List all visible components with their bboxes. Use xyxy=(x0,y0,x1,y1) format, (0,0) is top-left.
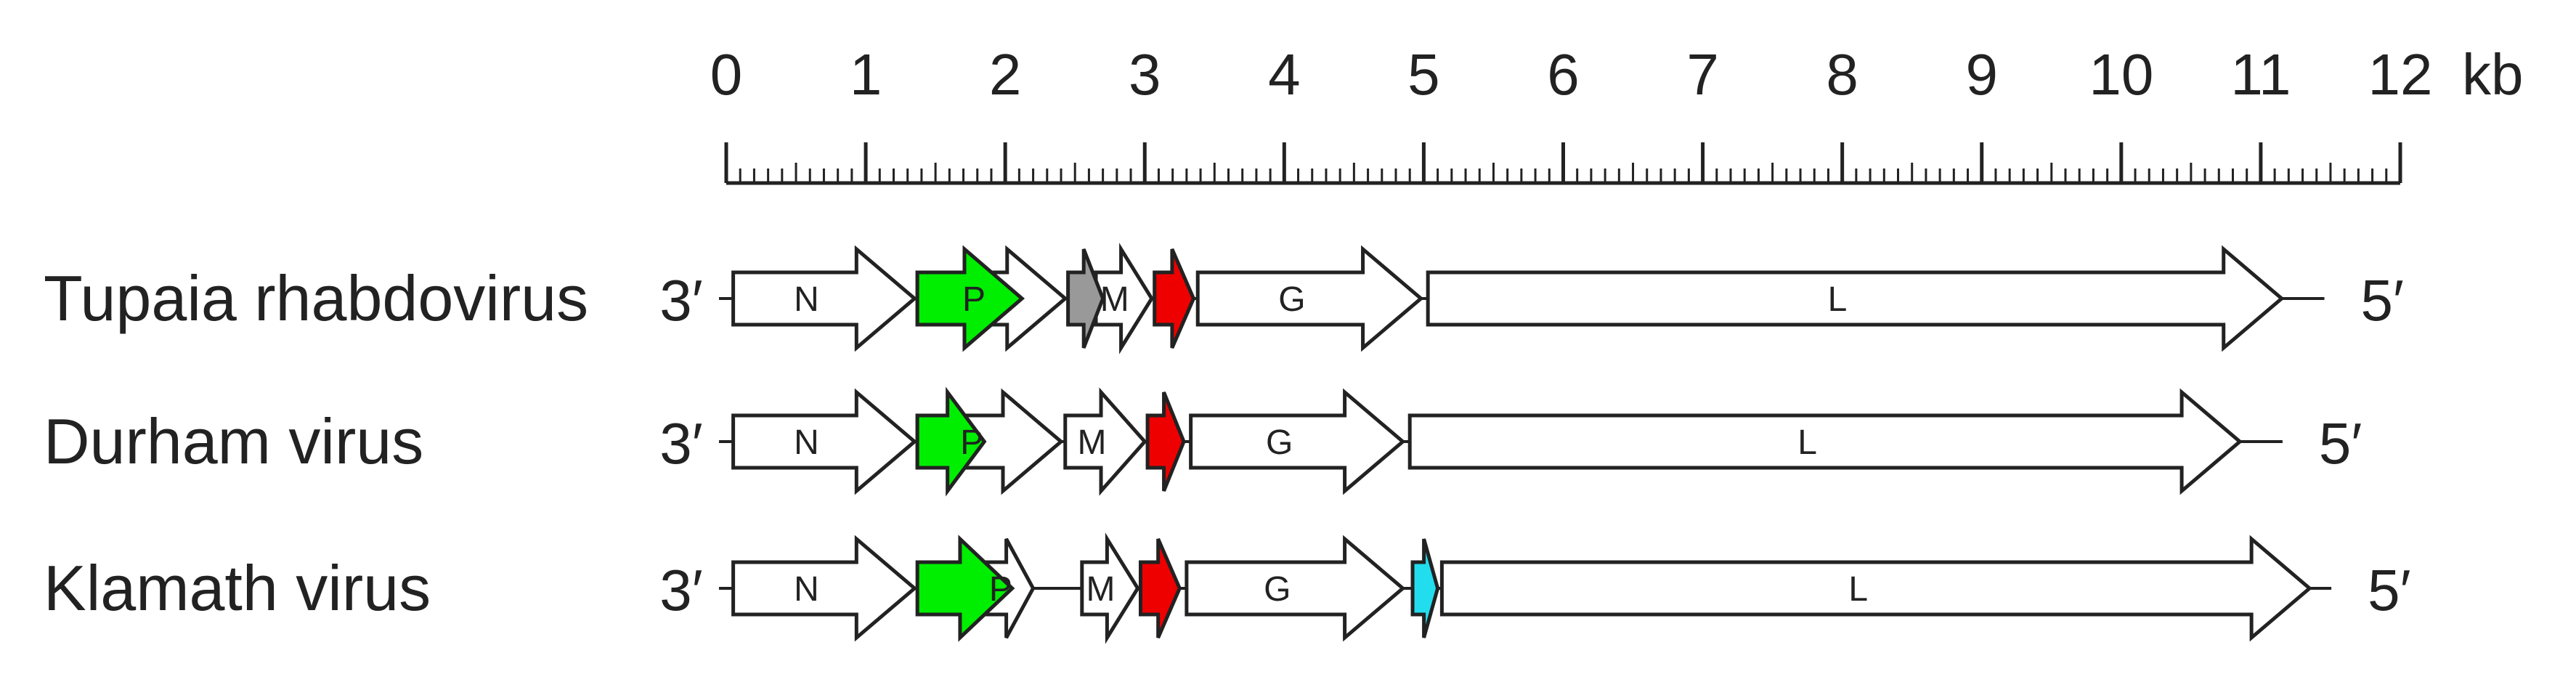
gene-arrow-g xyxy=(1195,245,1424,352)
gene-label-l: L xyxy=(1848,570,1868,609)
orf-arrow-cyan xyxy=(1410,538,1440,638)
tick-label-10: 10 xyxy=(2089,42,2153,107)
tick-label-12: 12 xyxy=(2368,42,2433,107)
genome-row-1: Durham virus 3′ N P M G L 5′ xyxy=(44,386,2362,497)
tick-label-11: 11 xyxy=(2230,42,2291,107)
orf-arrow-green xyxy=(915,245,1025,352)
tick-label-5: 5 xyxy=(1407,42,1440,107)
tick-label-7: 7 xyxy=(1686,42,1719,107)
gene-arrow-n xyxy=(731,535,918,642)
tick-label-6: 6 xyxy=(1547,42,1580,107)
gene-label-n: N xyxy=(794,423,819,462)
gene-arrow-n xyxy=(731,388,918,495)
gene-arrow-l xyxy=(1426,245,2285,352)
gene-arrow-n xyxy=(731,245,918,352)
orf-arrow-green xyxy=(915,535,1015,642)
gene-label-g: G xyxy=(1264,570,1291,609)
tick-label-8: 8 xyxy=(1826,42,1858,107)
orf-arrow-red xyxy=(1153,248,1196,349)
orf-arrow-red xyxy=(1138,538,1182,638)
genome-row-2: Klamath virus 3′ N P M G L 5′ xyxy=(44,532,2411,644)
five-prime-end-label: 5′ xyxy=(2319,411,2362,476)
gene-arrow-m xyxy=(1080,532,1140,644)
gene-label-n: N xyxy=(794,570,819,609)
genome-name: Durham virus xyxy=(44,405,423,477)
genome-row-0: Tupaia rhabdovirus 3′ N P M G L 5′ xyxy=(44,243,2405,354)
gene-label-m: M xyxy=(1086,570,1116,609)
orf-arrow-green xyxy=(915,386,987,497)
gene-arrow-g xyxy=(1189,388,1406,495)
five-prime-end-label: 5′ xyxy=(2368,558,2411,622)
genome-name: Klamath virus xyxy=(44,552,431,624)
tick-label-0: 0 xyxy=(710,42,743,107)
gene-arrow-m xyxy=(1094,243,1154,354)
three-prime-end-label: 3′ xyxy=(659,411,703,476)
genome-name: Tupaia rhabdovirus xyxy=(44,262,588,334)
gene-label-m: M xyxy=(1100,280,1129,319)
gene-arrow-g xyxy=(1185,535,1406,642)
gene-label-p: P xyxy=(962,280,986,319)
gene-label-p: P xyxy=(989,570,1012,609)
gene-label-g: G xyxy=(1278,280,1305,319)
tick-label-4: 4 xyxy=(1268,42,1301,107)
three-prime-end-label: 3′ xyxy=(659,558,703,622)
gene-label-p: P xyxy=(960,423,983,462)
scale-unit-label: kb xyxy=(2462,42,2524,107)
gene-label-m: M xyxy=(1077,423,1106,462)
gene-label-n: N xyxy=(794,280,819,319)
genome-rows: Tupaia rhabdovirus 3′ N P M G L 5′ Durham virus 3… xyxy=(44,243,2411,644)
gene-arrow-l xyxy=(1407,388,2243,495)
tick-label-3: 3 xyxy=(1129,42,1161,107)
three-prime-end-label: 3′ xyxy=(659,268,703,333)
gene-arrow-l xyxy=(1439,535,2313,642)
gene-arrow-m xyxy=(1063,387,1147,496)
orf-arrow-gray xyxy=(1066,248,1105,349)
gene-label-g: G xyxy=(1266,423,1293,462)
tick-label-2: 2 xyxy=(989,42,1022,107)
gene-label-l: L xyxy=(1797,423,1817,462)
tick-label-9: 9 xyxy=(1966,42,1999,107)
orf-arrow-red xyxy=(1145,391,1186,492)
tick-label-1: 1 xyxy=(850,42,882,107)
gene-label-l: L xyxy=(1828,280,1848,319)
five-prime-end-label: 5′ xyxy=(2361,268,2405,333)
